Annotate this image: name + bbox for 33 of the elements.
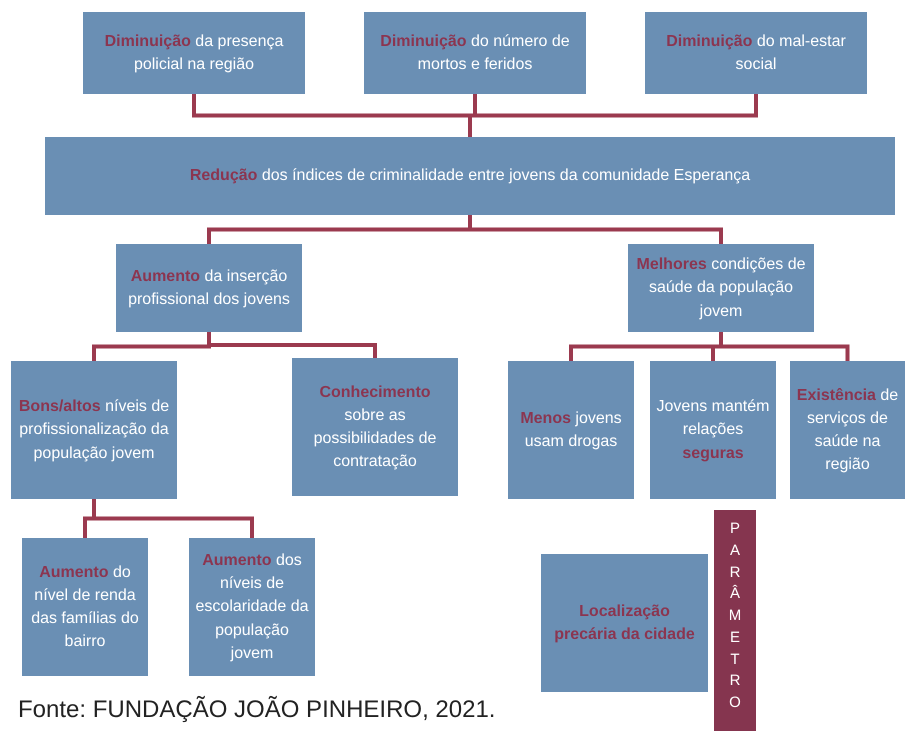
box-text: Diminuição do mal-estar social	[665, 32, 847, 75]
source-caption: Fonte: FUNDAÇÃO JOÃO PINHEIRO, 2021.	[18, 696, 496, 724]
outcome-box	[292, 358, 458, 496]
highlight-box	[541, 554, 708, 692]
box-text: Localização precária da cidade	[553, 602, 696, 645]
box-text: Jovens mantém relações seguras	[656, 397, 770, 464]
outcome-box	[364, 12, 586, 94]
outcome-box	[116, 244, 302, 332]
box-text: Melhores condições de saúde da população jovem	[636, 255, 806, 322]
outcome-box	[45, 137, 895, 215]
outcome-box	[508, 361, 634, 499]
vertical-band	[714, 510, 756, 731]
box-text: Diminuição da presença policial na região	[104, 32, 284, 75]
connector-line	[468, 94, 758, 137]
box-text: Existência de serviços de saúde na região	[796, 386, 899, 476]
box-text: Diminuição do número de mortos e feridos	[379, 32, 571, 75]
outcome-box	[83, 12, 305, 94]
outcome-box	[11, 361, 177, 499]
connector-line	[468, 215, 723, 244]
box-text: Redução dos índices de criminalidade entre jovens da comunidade Esperança	[190, 166, 750, 186]
box-text: Aumento dos níveis de escolaridade da população jovem	[195, 551, 309, 664]
box-text: Aumento do nível de renda das famílias do bairro	[30, 562, 140, 652]
box-text: Menos jovens usam drogas	[519, 408, 623, 452]
outcome-box	[645, 12, 867, 94]
outcome-box	[650, 361, 776, 499]
outcome-box	[628, 244, 814, 332]
box-text: Aumento da inserção profissional dos jovens	[127, 266, 291, 310]
outcome-box	[790, 361, 905, 499]
outcome-box	[22, 538, 148, 676]
vertical-label: PARÂMETRO	[728, 519, 742, 713]
box-text: Bons/altos níveis de profissionalização da população jovem	[18, 397, 170, 464]
outcome-box	[189, 538, 315, 676]
box-text: Conhecimento sobre as possibilidades de contratação	[312, 382, 438, 472]
